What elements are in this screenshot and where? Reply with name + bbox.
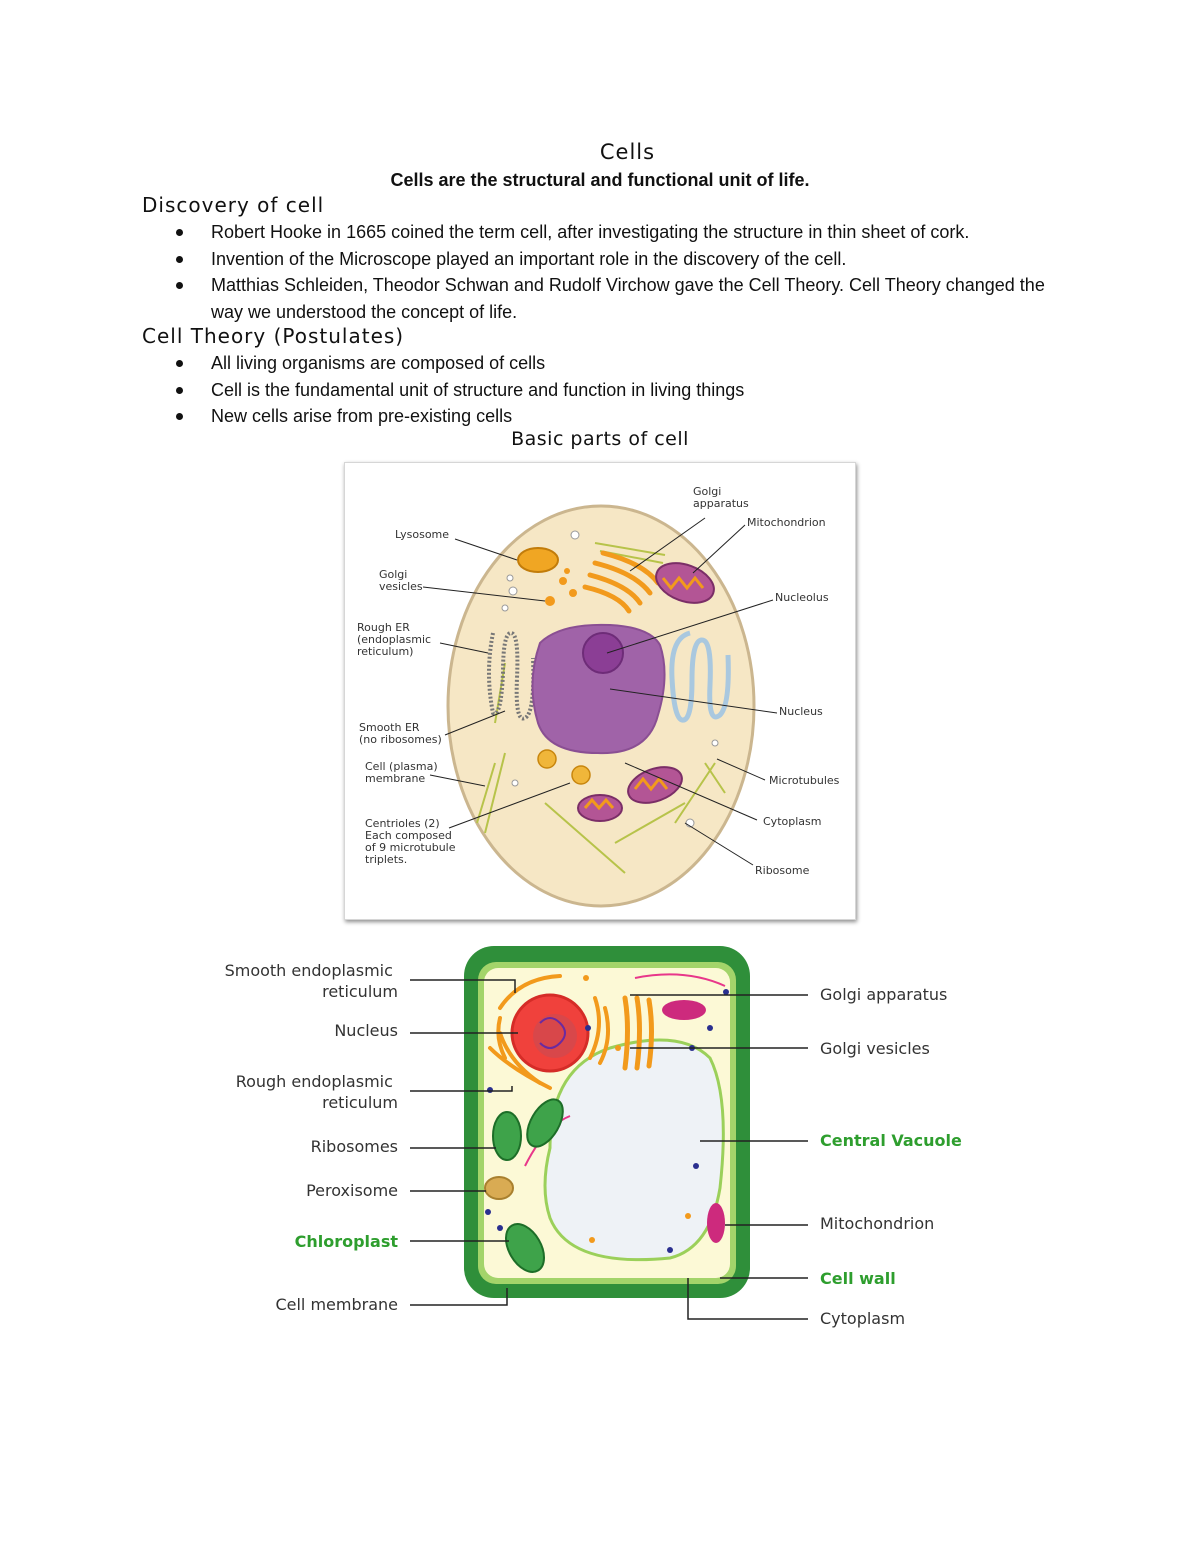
golgi-apparatus-shape	[582, 550, 661, 614]
nucleolus-shape	[533, 1014, 577, 1058]
page-title: Cells	[599, 140, 656, 164]
list-item-text: Matthias Schleiden, Theodor Schwan and R…	[211, 275, 1045, 322]
label-lysosome: Lysosome	[395, 528, 449, 541]
mitochondrion-shape-2	[707, 1203, 725, 1243]
label-rough-er: Rough endoplasmic reticulum	[236, 1072, 398, 1112]
list-item-text: Cell is the fundamental unit of structur…	[211, 379, 745, 400]
label-mitochondrion: Mitochondrion	[820, 1214, 934, 1233]
animal-cell-diagram: Lysosome Golgi vesicles Rough ER (endopl…	[357, 485, 840, 908]
label-golgi-apparatus: Golgi apparatus	[693, 485, 749, 510]
centrioles-shape	[537, 749, 591, 785]
label-centrioles: Centrioles (2) Each composed of 9 microt…	[365, 817, 459, 866]
plant-leader-lines	[410, 979, 808, 1320]
bullet-icon	[176, 282, 183, 289]
bullet-icon	[176, 255, 183, 263]
list-item-text: Invention of the Microscope played an im…	[211, 248, 847, 269]
list-item-text: Robert Hooke in 1665 coined the term cel…	[211, 222, 970, 242]
list-item: Invention of the Microscope played an im…	[142, 246, 1072, 273]
peroxisome-shape	[484, 1176, 514, 1200]
lysosome-shape	[517, 547, 559, 573]
golgi-apparatus-shape	[622, 995, 654, 1071]
nucleus-shape	[531, 623, 666, 755]
golgi-vesicles-shape	[545, 568, 577, 606]
animal-cell-figure: Lysosome Golgi vesicles Rough ER (endopl…	[344, 462, 856, 920]
label-cytoplasm: Cytoplasm	[820, 1309, 905, 1328]
bullet-icon	[176, 386, 183, 394]
section-heading-discovery: Discovery of cell	[142, 193, 325, 217]
label-ribosome: Ribosome	[755, 864, 810, 877]
list-item-text: All living organisms are composed of cel…	[211, 353, 546, 373]
list-item: Matthias Schleiden, Theodor Schwan and R…	[142, 272, 1072, 325]
ribosome-shape	[485, 989, 729, 1253]
list-item: Robert Hooke in 1665 coined the term cel…	[142, 219, 1072, 246]
label-nucleolus: Nucleolus	[775, 591, 829, 604]
rough-er-shape	[488, 974, 611, 1090]
label-golgi-vesicles: Golgi vesicles	[820, 1039, 930, 1058]
mitochondrion-shape	[662, 1000, 706, 1020]
rough-er-shape	[487, 630, 536, 721]
label-ribosomes: Ribosomes	[311, 1137, 398, 1156]
chloroplast-shape	[492, 1098, 564, 1273]
cell-theory-list: All living organisms are composed of cel…	[142, 350, 1072, 430]
label-cell-wall: Cell wall	[820, 1269, 896, 1288]
smooth-er-shape	[669, 630, 731, 723]
label-nucleus: Nucleus	[779, 705, 823, 718]
label-chloroplast: Chloroplast	[295, 1232, 399, 1251]
list-item: Cell is the fundamental unit of structur…	[142, 377, 1072, 404]
ribosome-shape	[501, 530, 719, 828]
label-golgi-apparatus: Golgi apparatus	[820, 985, 947, 1004]
label-nucleus: Nucleus	[334, 1021, 398, 1040]
section-heading-cell-theory: Cell Theory (Postulates)	[142, 324, 405, 348]
label-cell-membrane: Cell membrane	[275, 1295, 398, 1314]
animal-leader-lines	[422, 517, 778, 866]
central-vacuole-shape	[543, 1038, 725, 1262]
list-item-text: New cells arise from pre-existing cells	[211, 406, 513, 426]
label-peroxisome: Peroxisome	[306, 1181, 398, 1200]
label-cytoplasm: Cytoplasm	[763, 815, 821, 828]
label-smooth-er: Smooth ER (no ribosomes)	[359, 721, 442, 746]
label-rough-er: Rough ER (endoplasmic reticulum)	[357, 621, 435, 658]
figure-caption: Basic parts of cell	[511, 428, 689, 450]
list-item: New cells arise from pre-existing cells	[142, 403, 1072, 430]
bullet-icon	[176, 413, 183, 420]
label-microtubules: Microtubules	[769, 774, 840, 787]
label-smooth-er: Smooth endoplasmic reticulum	[225, 961, 398, 1001]
page-subtitle: Cells are the structural and functional …	[390, 170, 810, 190]
label-central-vacuole: Central Vacuole	[820, 1131, 962, 1150]
bullet-icon	[176, 229, 183, 236]
label-golgi-vesicles: Golgi vesicles	[379, 568, 423, 593]
plant-cell-diagram: Smooth endoplasmic reticulum Nucleus Rou…	[225, 946, 962, 1328]
mitochondrion-shape	[577, 562, 715, 822]
label-mitochondrion: Mitochondrion	[747, 516, 826, 529]
nucleolus-shape	[582, 632, 624, 674]
bullet-icon	[176, 360, 183, 367]
list-item: All living organisms are composed of cel…	[142, 350, 1072, 377]
label-cell-membrane: Cell (plasma) membrane	[365, 760, 441, 785]
discovery-list: Robert Hooke in 1665 coined the term cel…	[142, 219, 1072, 325]
